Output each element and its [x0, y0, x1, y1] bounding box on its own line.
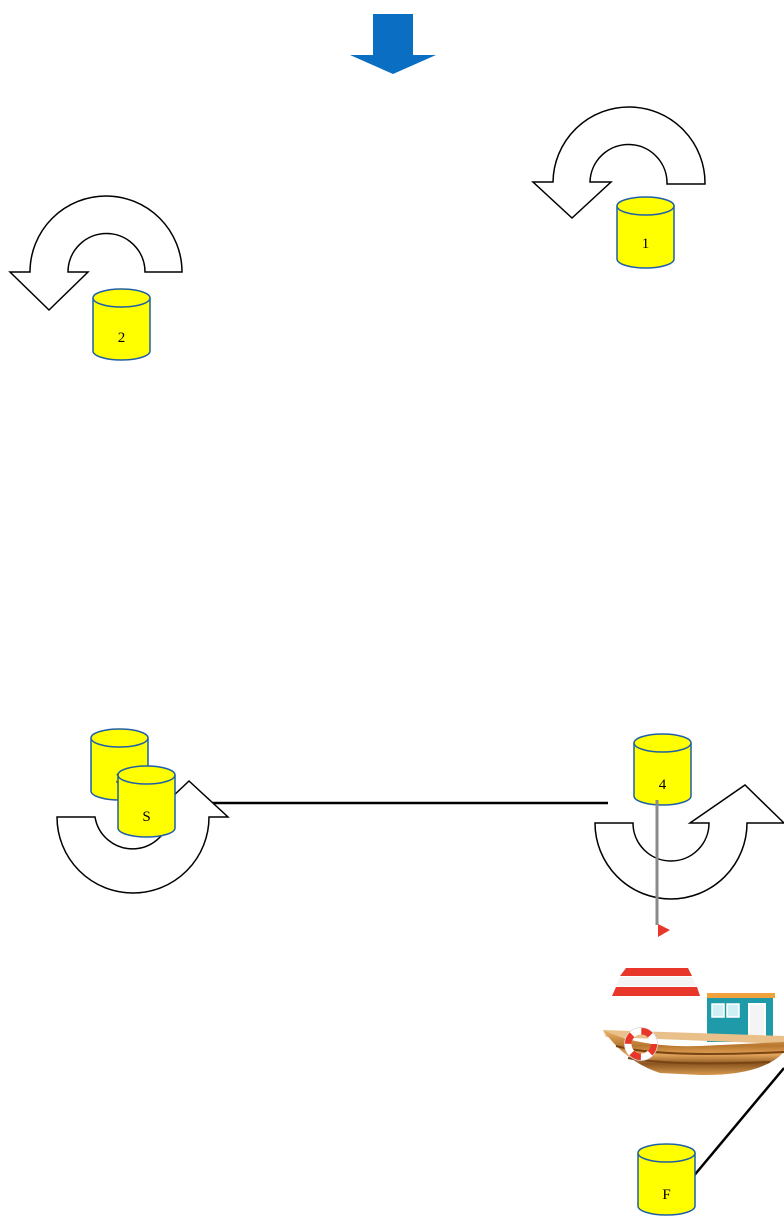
rounding-arrow-icon-mark-4 — [594, 784, 784, 900]
finish-line — [691, 1067, 784, 1179]
finish-buoy-icon: F — [637, 1143, 696, 1216]
start-label: S — [142, 809, 150, 825]
rounding-arrow-icon-mark-3 — [56, 779, 230, 894]
finish-label: F — [662, 1187, 670, 1203]
mark-2-buoy-icon: 2 — [92, 288, 151, 361]
mark-2-label: 2 — [118, 330, 126, 346]
wind-direction-arrow-icon — [350, 14, 436, 74]
mark-4-label: 4 — [659, 777, 667, 793]
committee-boat-icon — [603, 800, 784, 1076]
start-buoy-icon: S — [117, 765, 176, 838]
mark-4-buoy-icon: 4 — [633, 733, 692, 806]
mark-1-label: 1 — [642, 236, 650, 252]
rounding-arrow-icon-mark-1 — [531, 106, 706, 220]
mark-1-buoy-icon: 1 — [616, 196, 675, 269]
rounding-arrow-icon-mark-2 — [8, 195, 183, 312]
